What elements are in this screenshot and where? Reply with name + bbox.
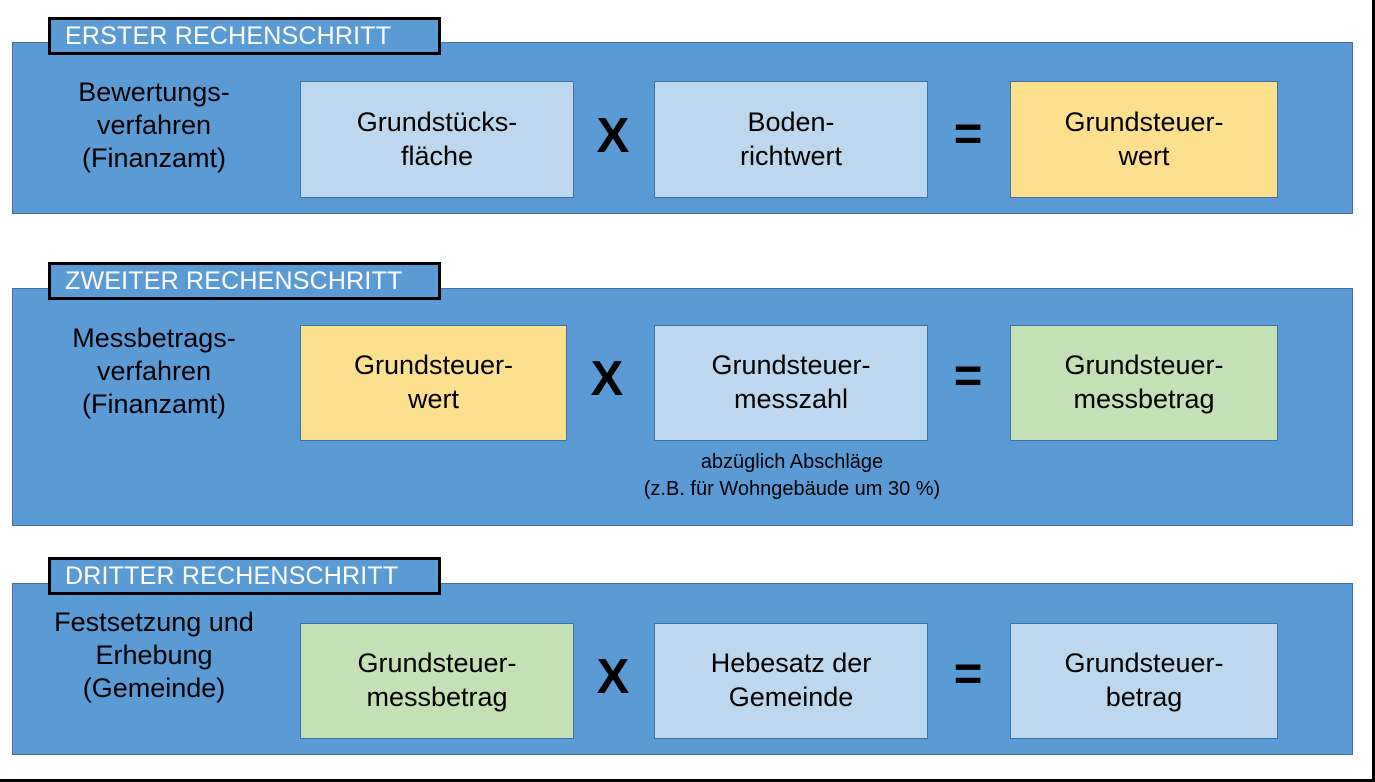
step-2-equals-icon: =: [953, 349, 983, 403]
step-2-factor-b-box: Grundsteuer- messzahl: [654, 325, 928, 441]
step-1-factor-a-box: Grundstücks- fläche: [300, 81, 574, 198]
step-badge-3: DRITTER RECHENSCHRITT: [48, 557, 441, 595]
step-2-factor-a-box: Grundsteuer- wert: [300, 325, 567, 441]
step-3-factor-a-box: Grundsteuer- messbetrag: [300, 623, 574, 739]
step-1-result-box: Grundsteuer- wert: [1010, 81, 1278, 198]
step-1-equals-icon: =: [953, 107, 983, 161]
step-1-multiply-icon: X: [596, 109, 630, 163]
step-3-equals-icon: =: [953, 647, 983, 701]
step-2-multiply-icon: X: [590, 352, 624, 406]
step-2-result-box: Grundsteuer- messbetrag: [1010, 325, 1278, 441]
step-badge-1: ERSTER RECHENSCHRITT: [48, 17, 441, 55]
step-3-factor-b-box: Hebesatz der Gemeinde: [654, 623, 928, 739]
step-caption-1: Bewertungs- verfahren (Finanzamt): [78, 77, 230, 173]
step-3-result-box: Grundsteuer- betrag: [1010, 623, 1278, 739]
step-3-multiply-icon: X: [596, 650, 630, 704]
step-badge-2: ZWEITER RECHENSCHRITT: [48, 262, 441, 300]
step-caption-3: Festsetzung und Erhebung (Gemeinde): [54, 607, 254, 703]
step-1-factor-b-box: Boden- richtwert: [654, 81, 928, 198]
step-caption-2: Messbetrags- verfahren (Finanzamt): [72, 323, 236, 419]
step-2-note: abzüglich Abschläge (z.B. für Wohngebäud…: [643, 451, 941, 500]
